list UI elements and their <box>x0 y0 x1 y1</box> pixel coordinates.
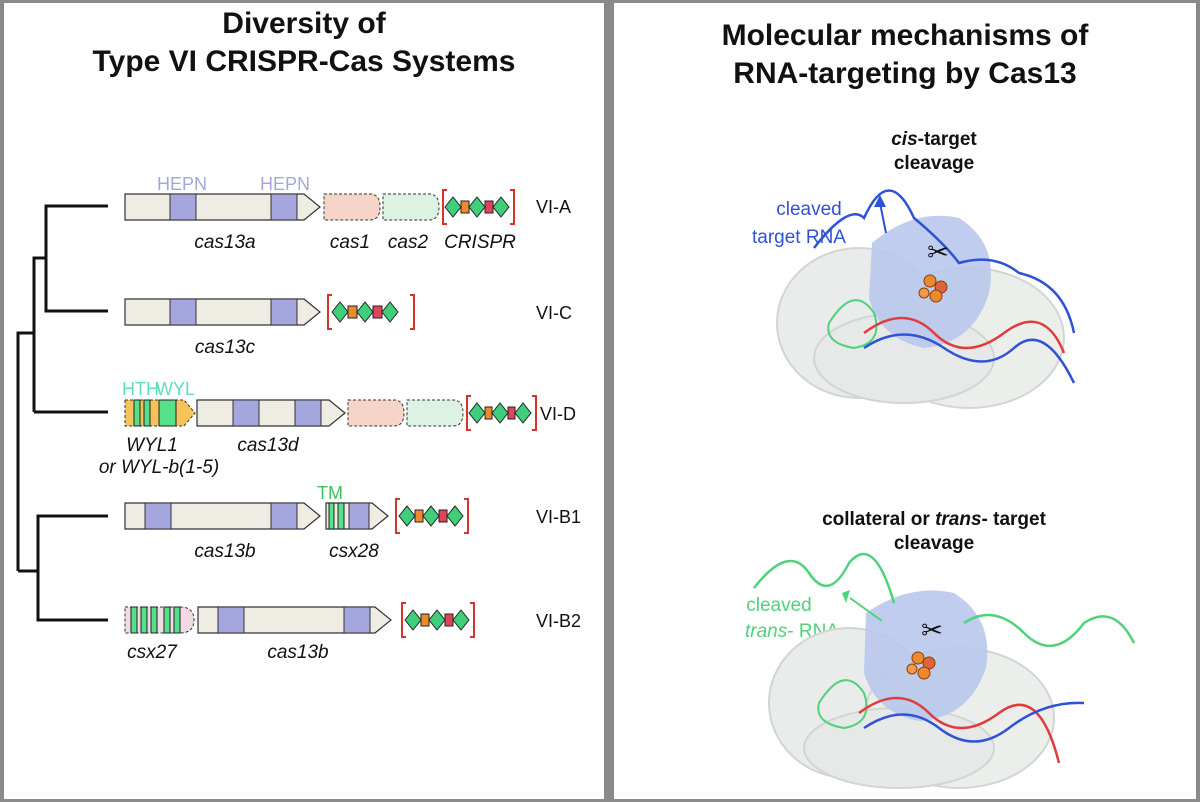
label-cas1: cas1 <box>330 232 370 253</box>
right-panel: Molecular mechanisms of RNA-targeting by… <box>614 3 1196 799</box>
tm-domain <box>130 606 138 634</box>
cleavage-arrow <box>849 597 883 622</box>
locus-vi-b2: csx27 cas13b VI-B2 <box>124 602 581 663</box>
rna-blue-strand <box>863 701 1085 743</box>
label-cas13b-b2: cas13b <box>267 642 328 663</box>
hepn-domain <box>270 502 298 530</box>
tm-domain <box>337 502 345 530</box>
cleaved-trans-label-1: cleaved <box>746 595 812 616</box>
hepn-active-site <box>918 274 948 303</box>
scissors-icon: ✂ <box>927 238 949 268</box>
hepn-domain <box>270 298 298 326</box>
hepn-label-2: HEPN <box>260 174 310 194</box>
cleaved-target-label-2: target RNA <box>752 227 846 248</box>
gene-cas13d <box>196 399 346 427</box>
diversity-diagram: Diversity of Type VI CRISPR-Cas Systems … <box>16 7 581 663</box>
hepn-domain <box>343 606 371 634</box>
crispr-array <box>395 498 469 534</box>
tm-label: TM <box>317 483 343 503</box>
rna-blue-strand <box>863 333 1076 384</box>
system-label-vi-b1: VI-B1 <box>536 507 581 527</box>
gene-cas1-like <box>347 399 405 427</box>
hepn-active-site <box>906 651 936 680</box>
cis-label-line2: cleavage <box>894 153 974 174</box>
trans-label-line2: cleavage <box>894 533 974 554</box>
locus-vi-b1: TM cas13b csx28 VI-B1 <box>124 483 581 562</box>
right-title-line1: Molecular mechanisms of <box>722 19 1090 52</box>
crispr-array <box>442 189 515 225</box>
crispr-array <box>401 602 475 638</box>
right-title-line2: RNA-targeting by Cas13 <box>733 57 1076 90</box>
system-label-vi-c: VI-C <box>536 303 572 323</box>
target-rna <box>813 189 1076 334</box>
left-title-line2: Type VI CRISPR-Cas Systems <box>93 45 516 78</box>
hepn-domain <box>270 193 298 221</box>
scissors-icon: ✂ <box>921 616 943 646</box>
locus-vi-c: cas13c VI-C <box>124 294 572 358</box>
label-wyl1: WYL1 <box>126 435 178 456</box>
hepn-domain <box>144 502 172 530</box>
gene-cas1 <box>323 193 381 221</box>
label-csx27: csx27 <box>127 642 178 663</box>
wyl-label: WYL <box>156 379 195 399</box>
tm-domain <box>140 606 148 634</box>
label-csx28: csx28 <box>329 541 379 562</box>
crispr-array <box>466 395 537 431</box>
cleaved-target-label-1: cleaved <box>776 199 842 220</box>
label-cas2: cas2 <box>388 232 429 253</box>
phylogenetic-tree <box>16 204 108 622</box>
trans-rna-right <box>963 613 1136 648</box>
label-cas13c: cas13c <box>195 337 256 358</box>
label-crispr: CRISPR <box>444 232 516 253</box>
gene-cas2-like <box>406 399 464 427</box>
arrow-head <box>874 195 886 207</box>
trans-rna <box>753 552 896 604</box>
system-label-vi-a: VI-A <box>536 197 571 217</box>
tm-domain <box>150 606 158 634</box>
locus-vi-d: HTH WYL WYL1 or WYL-b(1-5) cas13d VI-D <box>99 379 576 478</box>
label-cas13a: cas13a <box>194 232 255 253</box>
system-label-vi-d: VI-D <box>540 404 576 424</box>
crispr-array <box>327 294 415 330</box>
gene-cas2 <box>382 193 440 221</box>
cis-label-line1: cis-target <box>891 129 977 150</box>
left-title-line1: Diversity of <box>222 7 386 40</box>
locus-vi-a: HEPN HEPN cas13a cas1 cas2 CRISPR VI-A <box>124 174 571 253</box>
arrow-head <box>842 590 850 603</box>
rna-red-strand <box>863 316 1066 354</box>
hepn-label-1: HEPN <box>157 174 207 194</box>
trans-cleavage-structure: collateral or trans- target cleavage cle… <box>745 509 1136 789</box>
hth-label: HTH <box>122 379 159 399</box>
hepn-domain <box>217 606 245 634</box>
tm-domain <box>328 502 335 530</box>
hth-domain <box>133 399 141 427</box>
tm-domain <box>163 606 171 634</box>
hepn-domain <box>169 193 197 221</box>
crrna-guide <box>817 679 868 730</box>
hth-domain <box>143 399 151 427</box>
hepn-domain <box>169 298 197 326</box>
crrna-guide <box>827 299 878 350</box>
tm-domain <box>173 606 181 634</box>
label-wyl-b: or WYL-b(1-5) <box>99 457 219 478</box>
label-cas13d: cas13d <box>237 435 300 456</box>
hepn-domain <box>348 502 370 530</box>
wyl-domain <box>158 399 177 427</box>
mechanism-diagram: Molecular mechanisms of RNA-targeting by… <box>722 19 1136 789</box>
cleavage-arrow <box>879 202 887 234</box>
cleaved-trans-label-2: trans- RNA <box>745 621 839 642</box>
hepn-domain <box>232 399 260 427</box>
system-label-vi-b2: VI-B2 <box>536 611 581 631</box>
protein-surface <box>768 590 1055 789</box>
cis-cleavage-structure: cis-target cleavage cleaved target RNA ✂ <box>752 129 1076 409</box>
left-panel: Diversity of Type VI CRISPR-Cas Systems … <box>4 3 604 799</box>
hepn-domain <box>294 399 322 427</box>
label-cas13b: cas13b <box>194 541 255 562</box>
trans-label-line1: collateral or trans- target <box>822 509 1047 530</box>
